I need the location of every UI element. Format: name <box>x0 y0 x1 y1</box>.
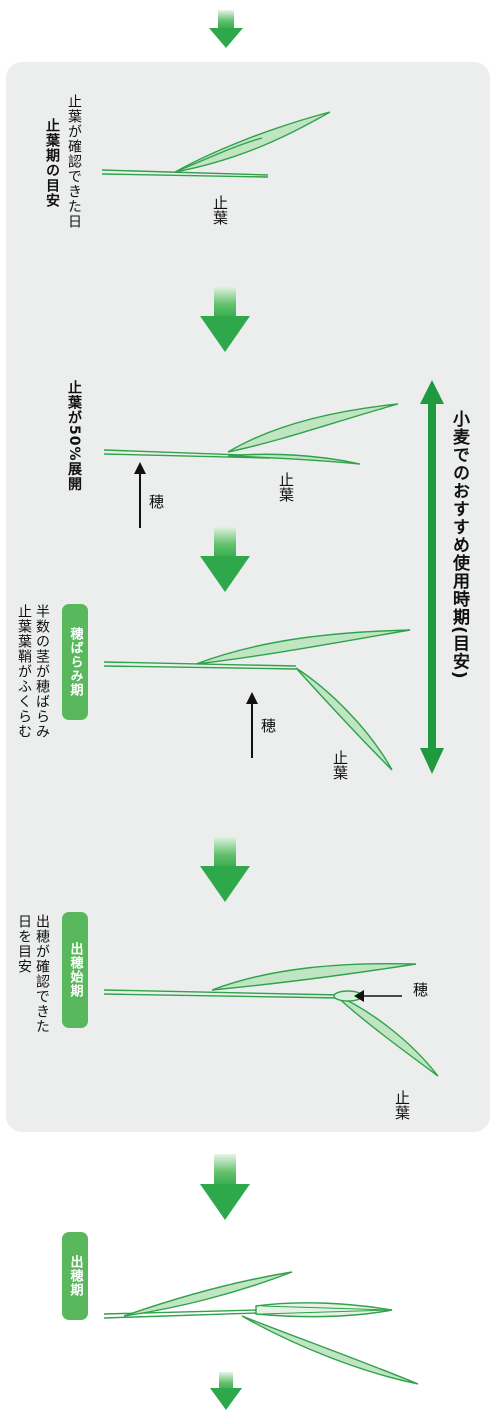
ear-pointer-arrow-icon <box>246 692 258 758</box>
stage3-badge: 穂ばらみ期 <box>62 604 88 720</box>
stage4-desc-2: 日を目安 <box>16 914 32 974</box>
plant-heading-stage <box>103 1271 419 1385</box>
stage4-ear-label: 穂 <box>411 982 429 997</box>
stage5-badge: 出穂期 <box>62 1232 88 1320</box>
stage2-leaf-label: 止葉 <box>277 472 295 502</box>
flow-arrow-icon <box>209 10 243 48</box>
flow-arrow-icon <box>200 286 250 352</box>
stage3-desc-2: 止葉葉鞘がふくらむ <box>16 604 32 739</box>
recommended-period-label: 小麦でのおすすめ使用時期(目安) <box>449 410 469 680</box>
stage1-desc: 止葉が確認できた日 <box>66 94 82 229</box>
stage4-leaf-label: 止葉 <box>393 1090 411 1120</box>
plant-flag-leaf-stage <box>101 111 331 178</box>
stage1-leaf-label: 止葉 <box>211 195 229 225</box>
plant-heading-start-stage <box>103 962 439 1077</box>
flow-arrow-icon <box>200 836 250 902</box>
ear-pointer-arrow-icon <box>354 990 402 1002</box>
plant-booting-stage <box>103 629 411 771</box>
flow-arrow-icon <box>200 1154 250 1220</box>
stage2-desc: 止葉が50%展開 <box>66 380 82 492</box>
stage3-leaf-label: 止葉 <box>331 750 349 780</box>
stage4-desc-1: 出穂が確認できた <box>34 914 50 1034</box>
stage4-badge: 出穂始期 <box>62 912 88 1028</box>
stage3-ear-label: 穂 <box>259 718 277 733</box>
stage1-title: 止葉期の目安 <box>44 118 60 208</box>
stage2-ear-label: 穂 <box>147 494 165 509</box>
plant-flag-leaf-50-stage <box>103 403 399 465</box>
flow-arrow-icon <box>210 1372 242 1410</box>
ear-pointer-arrow-icon <box>134 462 146 528</box>
stage3-desc-1: 半数の茎が穂ばらみ <box>34 604 50 739</box>
period-double-arrow-icon <box>420 380 444 774</box>
flow-arrow-icon <box>200 526 250 592</box>
